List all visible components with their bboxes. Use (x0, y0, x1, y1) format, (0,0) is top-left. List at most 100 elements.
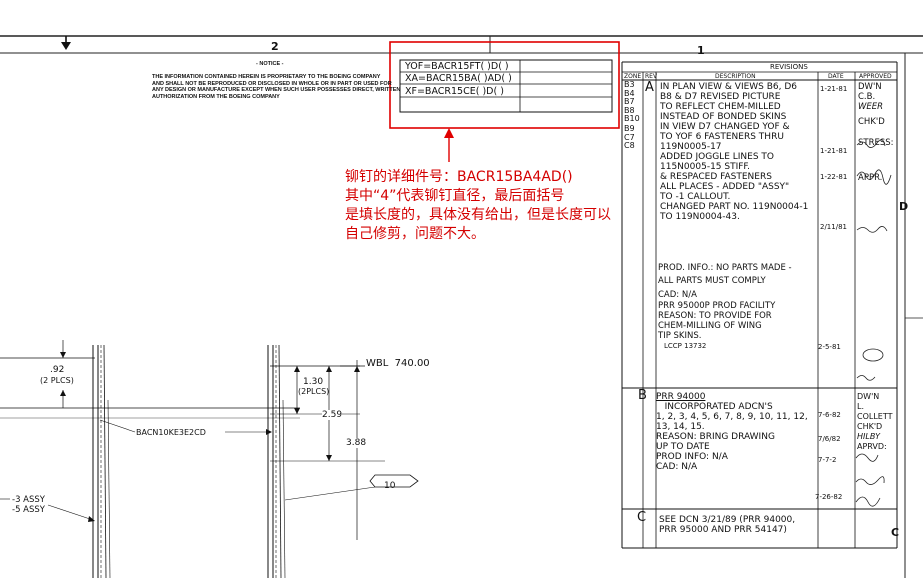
rev-b-approvals: DW'N L. COLLETT CHK'D HILBY APRVD: (857, 392, 892, 452)
rev-a-line: CHANGED PART NO. 119N0004-1 (660, 202, 809, 212)
highlight-box (389, 41, 620, 129)
prr-line: CHEM-MILLING OF WING (658, 321, 762, 331)
assy-label: -3 ASSY (12, 495, 45, 505)
header-zone: ZONE (624, 73, 642, 80)
rev-b-line: 13, 14, 15. (656, 422, 705, 432)
part-row-yof: YOF=BACR15FT( )D( ) (405, 61, 509, 72)
rev-a-prr-date: 2-5-81 (818, 343, 841, 351)
approval-cell: WEER (858, 102, 884, 112)
assy-label: -5 ASSY (12, 505, 45, 515)
rev-a-line: IN VIEW D7 CHANGED YOF & (660, 122, 790, 132)
notice-title: - NOTICE - (256, 61, 284, 67)
rev-a-prod-info: PROD. INFO.: NO PARTS MADE - ALL PARTS M… (658, 263, 792, 351)
approval-cell: STRESS: (858, 138, 894, 148)
rev-b-date: 7-6-82 (818, 411, 841, 419)
zone-cell: C8 (624, 141, 635, 150)
rev-a-approvals: DW'N C.B. WEER CHK'D STRESS: APPR. (858, 82, 894, 202)
zone-number-2: 2 (271, 40, 279, 53)
rev-b-line: CAD: N/A (656, 462, 698, 472)
prr-line: LCCP 13732 (664, 342, 707, 350)
approval-cell: CHK'D (858, 117, 885, 127)
header-description: DESCRIPTION (715, 73, 756, 80)
rev-a-letter: A (645, 80, 654, 95)
approval-cell: CHK'D (857, 422, 883, 431)
rev-a-line: TO REFLECT CHEM-MILLED (660, 102, 781, 112)
annotation-line: 是填长度的，具体没有给出，但是长度可以 (345, 207, 611, 223)
rev-a-date: 1-21-81 (820, 85, 848, 93)
rev-a-date: 2/11/81 (820, 223, 847, 231)
dim-130-plcs: (2PLCS) (298, 387, 330, 396)
rev-a-line: INSTEAD OF BONDED SKINS (660, 112, 787, 122)
zone-cell: B10 (624, 114, 640, 123)
prod-info-line: ALL PARTS MUST COMPLY (658, 276, 766, 286)
rev-a-date: 1-22-81 (820, 173, 848, 181)
approval-cell: DW'N (857, 392, 880, 401)
rev-b-line: PRR 94000 (656, 392, 706, 402)
approval-cell: APRVD: (857, 442, 887, 451)
zone-cell: B3 (624, 80, 635, 89)
rev-a-line: ALL PLACES - ADDED "ASSY" (660, 182, 790, 192)
zone-cell: B4 (624, 88, 635, 98)
zone-letter-d: D (899, 200, 909, 213)
zone-cell: B8 (624, 105, 635, 115)
header-rev: REV (645, 73, 658, 80)
rev-b-line: INCORPORATED ADCN'S (656, 402, 773, 412)
approval-cell: C.B. (858, 92, 876, 102)
rev-c-description: SEE DCN 3/21/89 (PRR 94000, PRR 95000 AN… (659, 515, 795, 535)
notice-line: AND SHALL NOT BE REPRODUCED OR DISCLOSED… (152, 80, 392, 87)
rev-b-line: REASON: BRING DRAWING (656, 432, 775, 442)
rev-a-line: & RESPACED FASTENERS (660, 172, 772, 182)
rev-a-cad: CAD: N/A (658, 290, 697, 300)
rev-a-line: TO 119N0004-43. (660, 212, 740, 222)
zone-cell: B7 (624, 97, 635, 106)
notice-block: THE INFORMATION CONTAINED HEREIN IS PROP… (152, 74, 400, 100)
rev-c-letter: C (637, 510, 647, 525)
rev-a-line: B8 & D7 REVISED PICTURE (660, 92, 781, 102)
notice-line: THE INFORMATION CONTAINED HEREIN IS PROP… (152, 74, 381, 80)
prod-info-line: PROD. INFO.: NO PARTS MADE - (658, 263, 792, 273)
rev-a-line: TO YOF 6 FASTENERS THRU (660, 132, 784, 142)
annotation-line: 其中“4”代表铆钉直径，最后面括号 (345, 188, 565, 204)
approval-cell: APPR. (858, 173, 883, 183)
dim-259: 2.59 (322, 410, 343, 420)
dim-092: .92 (50, 365, 65, 375)
rev-b-description: PRR 94000 INCORPORATED ADCN'S 1, 2, 3, 4… (656, 392, 808, 472)
part-row-xf: XF=BACR15CE( )D( ) (405, 86, 504, 97)
rev-a-description: IN PLAN VIEW & VIEWS B6, D6 B8 & D7 REVI… (660, 82, 808, 222)
balloon-number: 10 (384, 481, 396, 491)
approval-cell: COLLETT (857, 412, 893, 421)
prr-line: TIP SKINS. (658, 331, 702, 341)
rev-b-line: 1, 2, 3, 4, 5, 6, 7, 8, 9, 10, 11, 12, (656, 412, 808, 422)
header-date: DATE (828, 73, 844, 80)
annotation-line: 自己修剪，问题不大。 (345, 226, 485, 242)
rev-b-letter: B (638, 388, 647, 403)
approval-cell: HILBY (857, 432, 881, 441)
prr-line: PRR 95000P PROD FACILITY (658, 301, 776, 311)
header-approved: APPROVED (859, 73, 892, 80)
zone-cell: C7 (624, 132, 635, 142)
rev-b-date: 7/6/82 (818, 435, 841, 443)
rev-b-line: UP TO DATE (656, 442, 710, 452)
rev-a-line: ADDED JOGGLE LINES TO (660, 152, 774, 162)
balloon-tag (369, 474, 419, 488)
notice-line: AUTHORIZATION FROM THE BOEING COMPANY (152, 93, 280, 100)
rivet-callout: BACN10KE3E2CD (136, 428, 206, 437)
notice-line: ANY DESIGN OR MANUFACTURE EXCEPT WHEN SU… (152, 87, 401, 93)
rev-b-date: 7-26-82 (815, 493, 843, 501)
rev-b-line: PROD INFO: N/A (656, 452, 728, 462)
approval-cell: L. (857, 402, 864, 411)
rev-a-zones: B3 B4 B7 B8 B10 B9 C7 C8 (624, 80, 640, 151)
annotation-line: 铆钉的详细件号：BACR15BA4AD() (345, 169, 573, 185)
rev-b-date: 7-7-2 (818, 456, 837, 464)
rev-a-line: TO -1 CALLOUT. (660, 192, 731, 202)
rev-a-line: 115N0005-15 STIFF. (660, 162, 751, 172)
rev-c-line: SEE DCN 3/21/89 (PRR 94000, (659, 515, 796, 525)
approval-cell: DW'N (858, 82, 882, 92)
zone-letter-c: C (891, 526, 900, 539)
rev-c-line: PRR 95000 AND PRR 54147) (659, 525, 787, 535)
revisions-title: REVISIONS (770, 63, 808, 71)
dim-388: 3.88 (346, 438, 367, 448)
zone-number-1: 1 (697, 44, 705, 57)
prr-line: REASON: TO PROVIDE FOR (658, 311, 772, 321)
